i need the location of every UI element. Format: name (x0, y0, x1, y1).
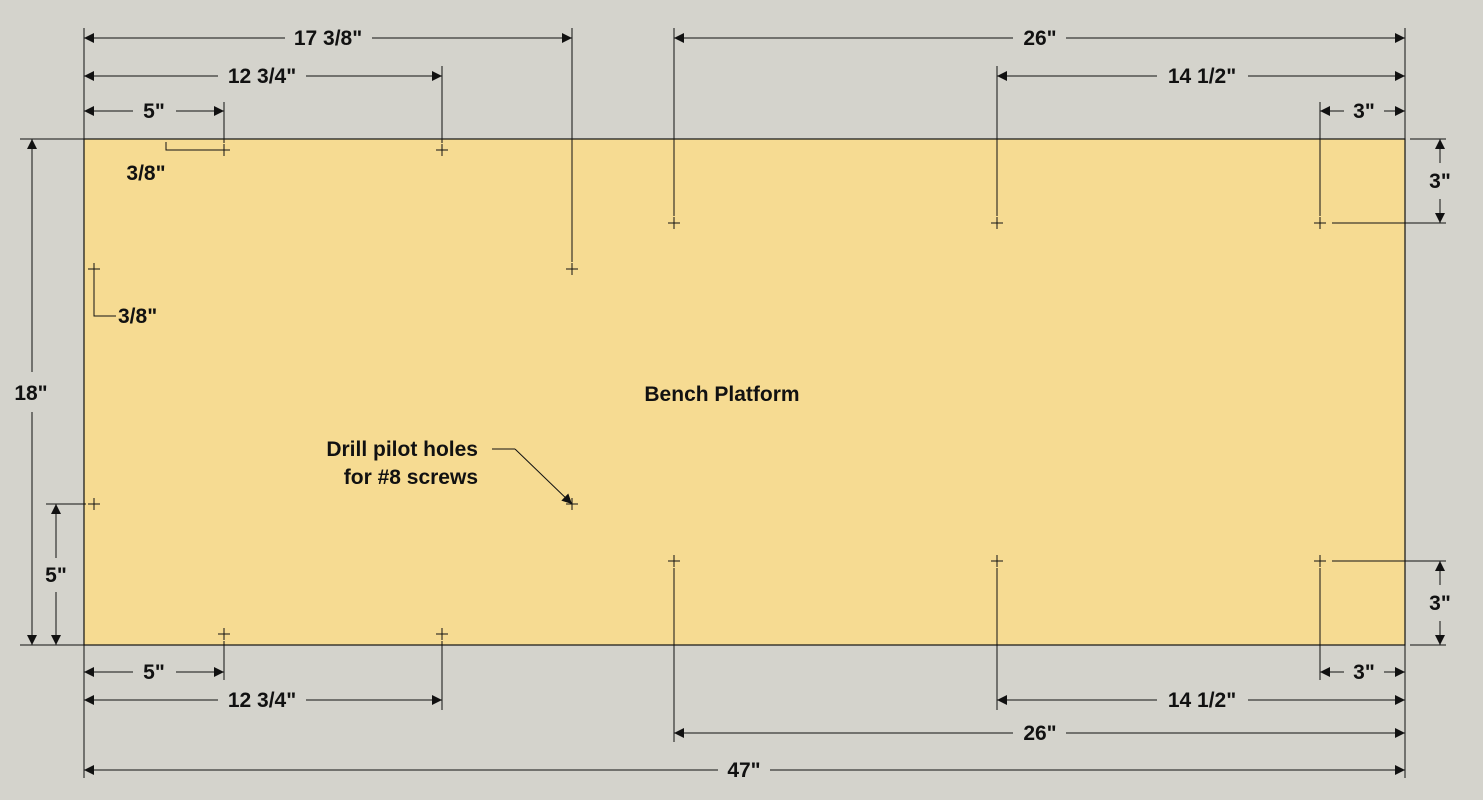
dim-top-14-1-2: 14 1/2" (1168, 65, 1236, 88)
pilot-hole-marker (436, 628, 448, 640)
pilot-hole-marker (1314, 555, 1326, 567)
dim-left-18: 18" (14, 382, 47, 405)
pilot-hole-marker (991, 555, 1003, 567)
bench-platform-board (83, 138, 1406, 646)
dim-top-26: 26" (1023, 27, 1056, 50)
pilot-hole-marker (668, 217, 680, 229)
pilot-hole-marker (1314, 217, 1326, 229)
dim-bottom-3: 3" (1353, 661, 1375, 684)
dim-right-3-bottom: 3" (1429, 592, 1451, 615)
pilot-hole-marker (436, 144, 448, 156)
pilot-holes (88, 144, 1326, 640)
dim-bottom-26: 26" (1023, 722, 1056, 745)
drill-note-line2: for #8 screws (344, 466, 478, 489)
extension-lines (20, 28, 1446, 778)
drill-note-leader (492, 448, 573, 505)
dim-bottom-12-3-4: 12 3/4" (228, 689, 296, 712)
dim-top-17-3-8: 17 3/8" (294, 27, 362, 50)
pilot-hole-marker (218, 628, 230, 640)
pilot-hole-marker (991, 217, 1003, 229)
pilot-hole-marker (668, 555, 680, 567)
dim-left-5: 5" (45, 564, 67, 587)
dimension-labels: 17 3/8" 12 3/4" 5" 26" 14 1/2" 3" 3/8" 3… (14, 27, 1450, 782)
dim-inset-top-3-8: 3/8" (126, 162, 165, 185)
dimension-lines (27, 33, 1445, 775)
board-title: Bench Platform (644, 383, 799, 406)
pilot-hole-marker (566, 263, 578, 275)
dim-bottom-5: 5" (143, 661, 165, 684)
dim-top-5: 5" (143, 100, 165, 123)
drill-note-line1: Drill pilot holes (326, 438, 478, 461)
pilot-hole-marker (566, 498, 578, 510)
dim-top-12-3-4: 12 3/4" (228, 65, 296, 88)
dim-top-3: 3" (1353, 100, 1375, 123)
dim-bottom-14-1-2: 14 1/2" (1168, 689, 1236, 712)
dim-overall-47: 47" (727, 759, 760, 782)
pilot-hole-marker (88, 263, 100, 275)
pilot-hole-marker (88, 498, 100, 510)
dim-right-3-top: 3" (1429, 170, 1451, 193)
dim-inset-left-3-8: 3/8" (118, 305, 157, 328)
